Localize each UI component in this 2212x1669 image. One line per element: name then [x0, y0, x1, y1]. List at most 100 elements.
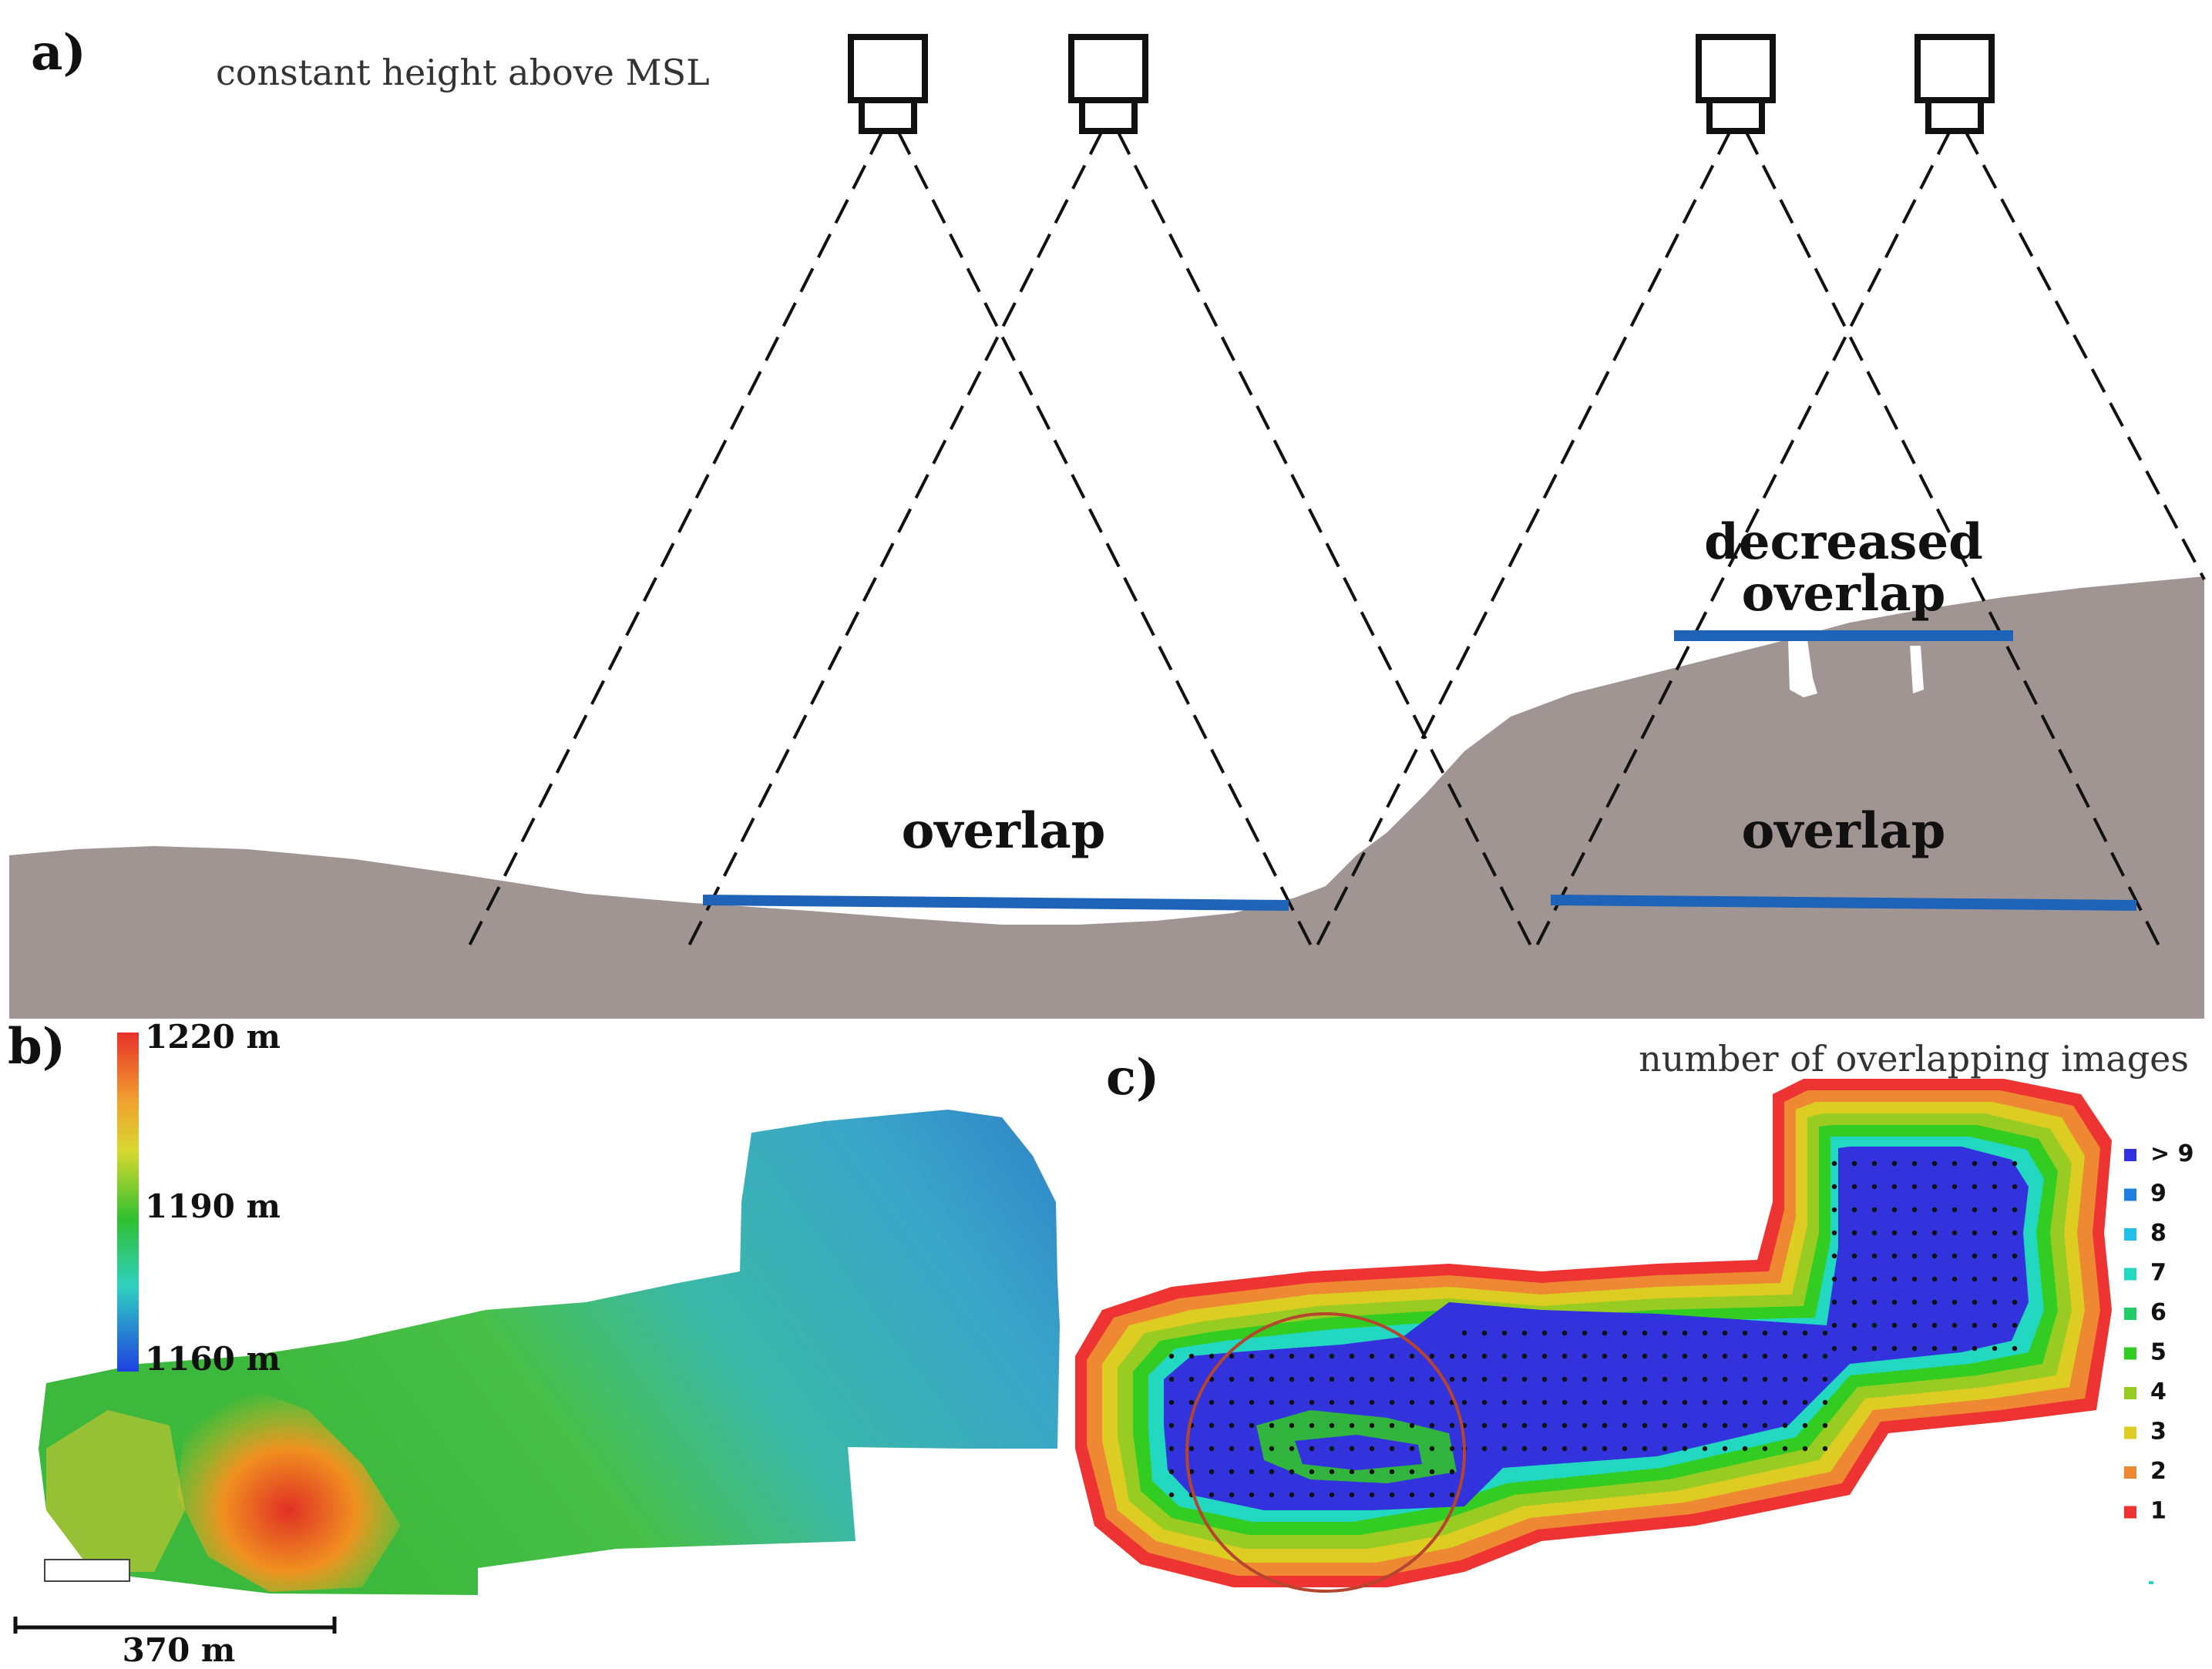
- camera-position-dot: [1782, 1330, 1788, 1336]
- camera-position-dot: [1702, 1399, 1708, 1405]
- camera-position-dot: [1289, 1446, 1295, 1452]
- camera-position-dot: [1992, 1230, 1998, 1236]
- legend-swatch: [2124, 1228, 2136, 1241]
- camera-position-dot: [1851, 1322, 1857, 1328]
- camera-position-dot: [1409, 1399, 1415, 1405]
- camera-position-dot: [2012, 1299, 2018, 1305]
- camera-position-dot: [1851, 1253, 1857, 1259]
- camera-position-dot: [1622, 1376, 1628, 1382]
- camera-position-dot: [1622, 1353, 1628, 1359]
- camera-position-dot: [1602, 1330, 1608, 1336]
- camera-position-dot: [1269, 1469, 1275, 1475]
- camera-position-dot: [1562, 1330, 1568, 1336]
- camera-position-dot: [1822, 1376, 1828, 1382]
- camera-position-dot: [1802, 1353, 1808, 1359]
- camera-position-dot: [1429, 1376, 1435, 1382]
- legend-swatch: [2124, 1347, 2136, 1360]
- camera-position-dot: [1891, 1184, 1898, 1190]
- camera-position-dot: [1972, 1299, 1978, 1305]
- camera-position-dot: [1951, 1345, 1958, 1352]
- panel-b-label: b): [8, 1018, 66, 1076]
- camera-position-dot: [1682, 1422, 1688, 1429]
- camera-position-dot: [1851, 1276, 1857, 1282]
- camera-position-dot: [1802, 1330, 1808, 1336]
- camera-position-dot: [1702, 1446, 1708, 1452]
- camera-position-dot: [1782, 1399, 1788, 1405]
- camera-position-dot: [1188, 1376, 1195, 1382]
- camera-position-dot: [1329, 1446, 1335, 1452]
- legend-label: 2: [2150, 1458, 2167, 1485]
- camera-position-dot: [1911, 1184, 1918, 1190]
- camera-position-dot: [1369, 1399, 1375, 1405]
- camera-position-dot: [1481, 1330, 1488, 1336]
- terrain-gap: [1910, 646, 1924, 693]
- camera-position-dot: [1871, 1184, 1878, 1190]
- camera-position-dot: [1762, 1399, 1768, 1405]
- camera-position-dot: [2012, 1207, 2018, 1213]
- camera-position-dot: [1429, 1353, 1435, 1359]
- camera-position-dot: [1349, 1446, 1355, 1452]
- camera-position-dot: [1582, 1353, 1588, 1359]
- camera-position-dot: [1521, 1330, 1528, 1336]
- camera-position-dot: [1931, 1230, 1938, 1236]
- camera-position-dot: [1972, 1207, 1978, 1213]
- camera-position-dot: [1831, 1276, 1837, 1282]
- camera-position-dot: [1249, 1376, 1255, 1382]
- camera-position-dot: [1229, 1469, 1235, 1475]
- camera-position-dot: [1541, 1376, 1548, 1382]
- camera-position-dot: [1521, 1376, 1528, 1382]
- camera-position-dot: [1992, 1253, 1998, 1259]
- camera-position-dot: [1309, 1399, 1315, 1405]
- camera-position-dot: [1562, 1399, 1568, 1405]
- camera-position-dot: [1309, 1492, 1315, 1498]
- camera-position-dot: [1168, 1376, 1175, 1382]
- panel-b: b) 1220 m 1190 m 1160 m 370 m: [8, 1018, 1060, 1669]
- camera-position-dot: [1951, 1253, 1958, 1259]
- camera-position-dot: [1309, 1376, 1315, 1382]
- camera-position-dot: [1168, 1492, 1175, 1498]
- camera-position-dot: [2012, 1230, 2018, 1236]
- camera-position-dot: [1871, 1230, 1878, 1236]
- camera-position-dot: [1722, 1353, 1728, 1359]
- camera-position-dot: [1349, 1492, 1355, 1498]
- camera-position-dot: [1992, 1160, 1998, 1167]
- camera-position-dot: [1209, 1469, 1215, 1475]
- camera-position-dot: [1622, 1446, 1628, 1452]
- camera-position-dot: [1541, 1330, 1548, 1336]
- camera-position-dot: [1642, 1330, 1648, 1336]
- camera-position-dot: [1891, 1207, 1898, 1213]
- camera-position-dot: [1369, 1492, 1375, 1498]
- camera-position-dot: [1871, 1345, 1878, 1352]
- camera-position-dot: [1951, 1299, 1958, 1305]
- camera-position-dot: [1992, 1276, 1998, 1282]
- scale-bar-label: 370 m: [123, 1631, 236, 1669]
- legend-swatch: [2124, 1308, 2136, 1320]
- camera-position-dot: [1449, 1376, 1455, 1382]
- camera-position-dot: [1389, 1353, 1395, 1359]
- camera-position-dot: [1168, 1422, 1175, 1429]
- camera-position-dot: [1521, 1422, 1528, 1429]
- overlap-line-flat: [702, 895, 1289, 911]
- camera-position-dot: [1389, 1399, 1395, 1405]
- camera-position-dot: [1951, 1230, 1958, 1236]
- camera-position-dot: [1911, 1230, 1918, 1236]
- camera-position-dot: [1762, 1353, 1768, 1359]
- camera-position-dot: [1931, 1276, 1938, 1282]
- camera-position-dot: [1329, 1469, 1335, 1475]
- camera-position-dot: [1229, 1446, 1235, 1452]
- camera-position-dot: [1802, 1422, 1808, 1429]
- camera-position-dot: [1461, 1376, 1467, 1382]
- camera-position-dot: [1722, 1330, 1728, 1336]
- camera-position-dot: [1409, 1376, 1415, 1382]
- camera-position-dot: [1329, 1376, 1335, 1382]
- camera-position-dot: [1369, 1376, 1375, 1382]
- camera-position-dot: [1461, 1330, 1467, 1336]
- camera-position-dot: [1409, 1353, 1415, 1359]
- camera-position-dot: [1891, 1345, 1898, 1352]
- camera-position-dot: [1168, 1469, 1175, 1475]
- camera-position-dot: [1702, 1353, 1708, 1359]
- camera-position-dot: [1931, 1345, 1938, 1352]
- panel-a: a) constant height above MSL: [9, 24, 2206, 1019]
- camera-icon: [1914, 34, 1995, 134]
- map-inset-scalebar: [44, 1559, 130, 1582]
